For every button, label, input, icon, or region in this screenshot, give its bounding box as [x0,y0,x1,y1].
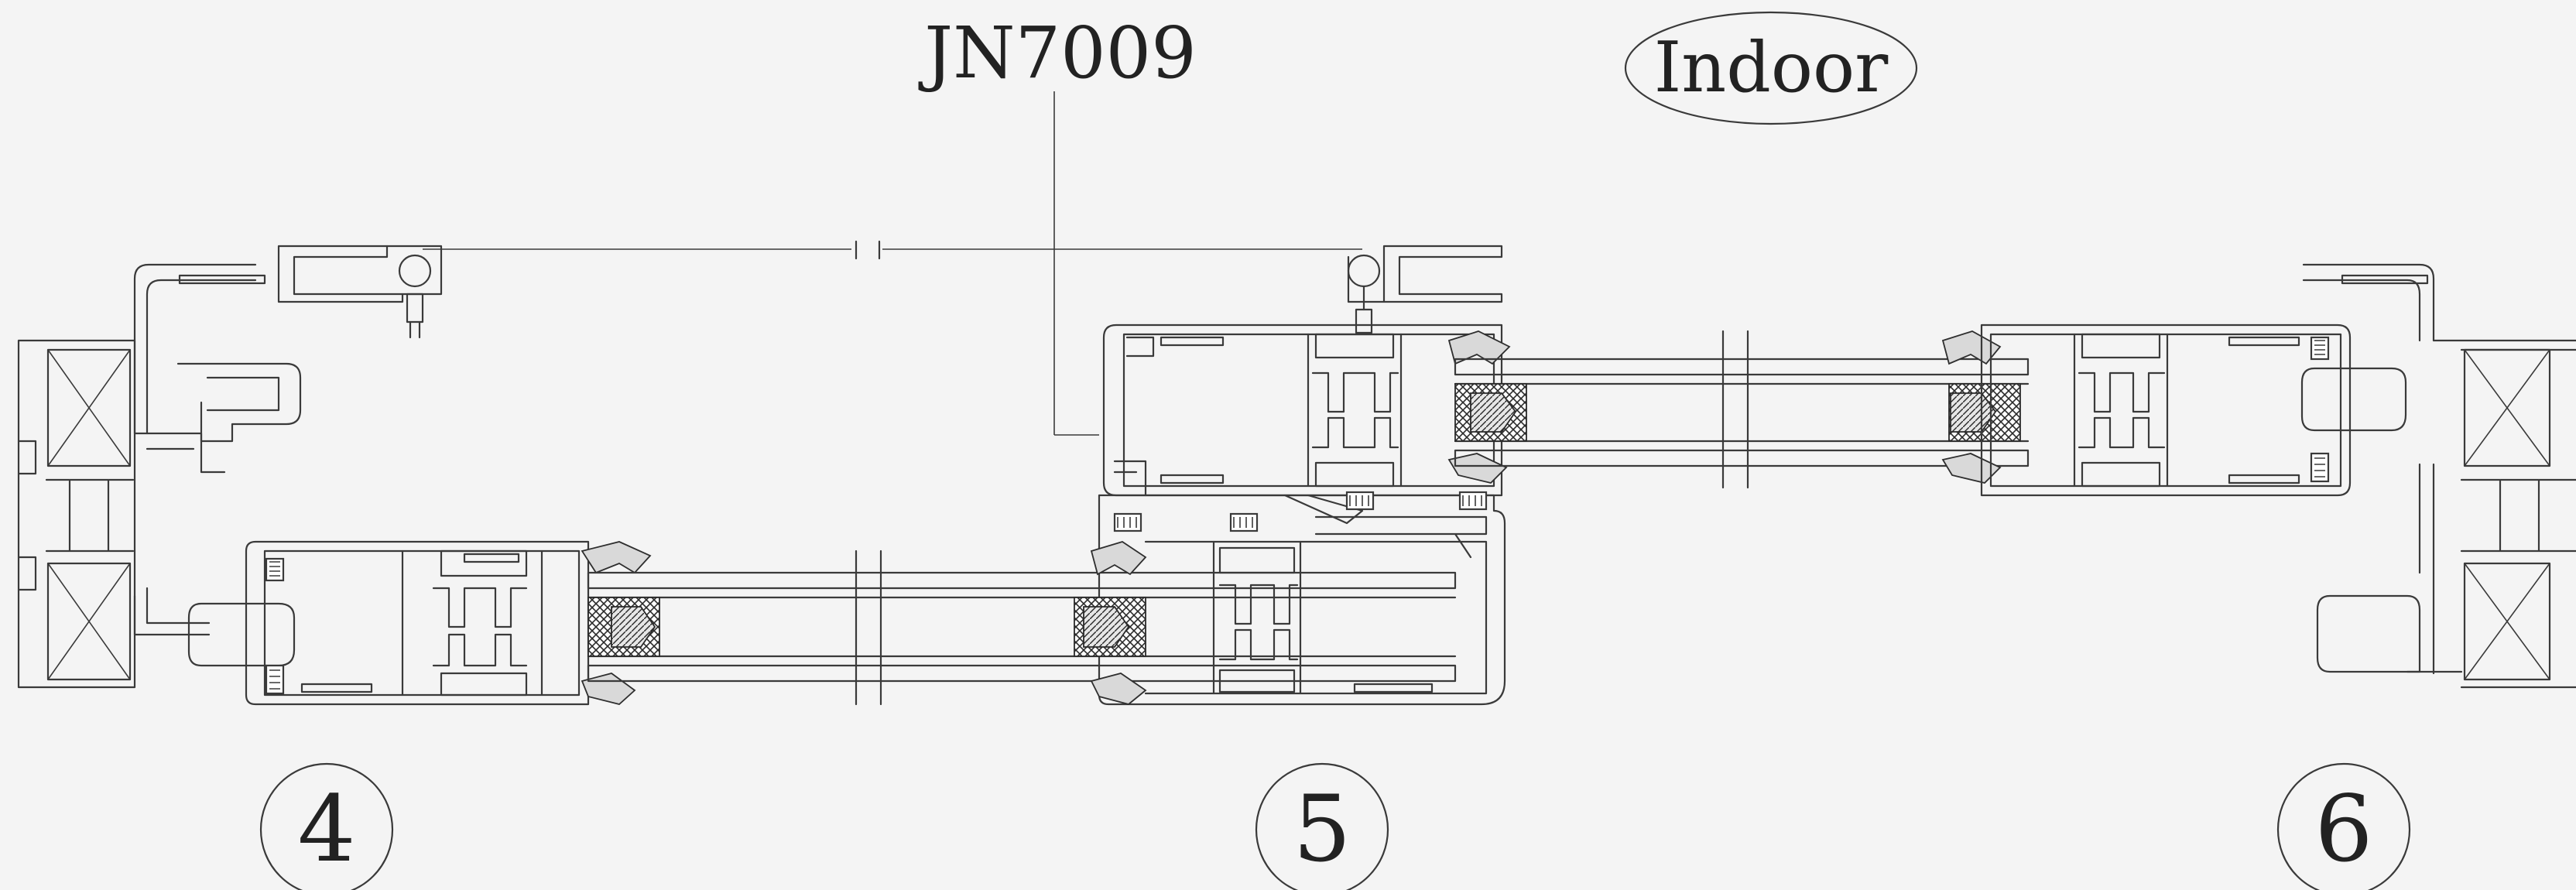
center-frame [423,240,1503,334]
sash-5-lower [1098,491,1506,706]
glass-unit-4-right-edge [1074,541,1147,705]
callout-4-text: 4 [297,775,355,882]
callout-5-text: 5 [1293,775,1351,882]
sash-6 [1980,323,2407,497]
right-outer-frame [2302,263,2576,689]
callout-4: 4 [259,762,394,890]
sash-4 [187,540,590,706]
model-label: JN7009 [918,12,1197,94]
glass-unit-upper [1447,330,2030,489]
callout-6-text: 6 [2314,775,2372,882]
indoor-label: Indoor [1654,27,1889,108]
glass-unit-4 [581,541,1457,706]
callout-5: 5 [1255,762,1389,890]
callout-6: 6 [2276,762,2411,890]
left-outer-frame [17,245,443,689]
sash-5-upper [1102,323,1503,497]
indoor-ellipse [1624,11,1918,125]
